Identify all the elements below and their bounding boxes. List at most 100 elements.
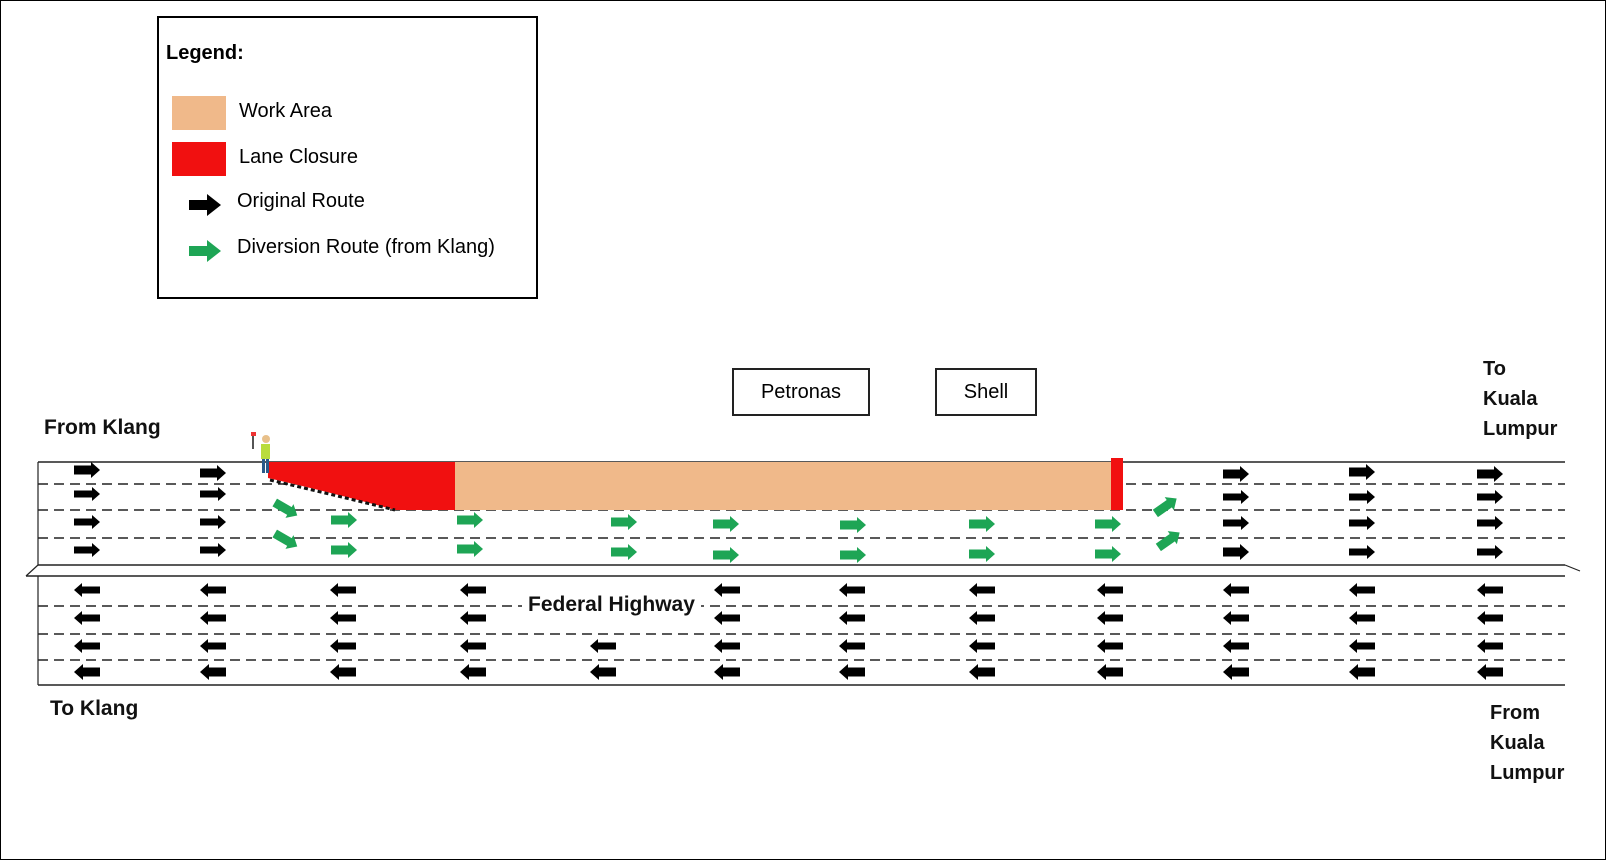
legend-work-area-swatch — [172, 96, 226, 130]
lane-closure-end-barrier — [1111, 458, 1123, 510]
original-route-arrow — [74, 515, 100, 529]
to-kuala-lumpur-label: To Kuala Lumpur — [1483, 354, 1557, 444]
lane-closure-taper — [268, 462, 455, 510]
westbound-arrow — [590, 639, 616, 653]
westbound-arrow — [1349, 639, 1375, 653]
westbound-arrow — [839, 664, 865, 680]
westbound-arrow — [1097, 611, 1123, 625]
legend-lane-closure-swatch — [172, 142, 226, 176]
diversion-route-arrow — [1095, 516, 1121, 532]
diversion-route-arrow — [611, 544, 637, 560]
westbound-arrow — [1223, 583, 1249, 597]
diversion-route-arrow — [611, 514, 637, 530]
from-kl-line-1: From — [1490, 702, 1540, 724]
diversion-route-arrow — [270, 526, 302, 554]
westbound-arrow — [839, 611, 865, 625]
from-kl-line-2: Kuala — [1490, 732, 1545, 754]
highway-name-label: Federal Highway — [522, 593, 701, 617]
diversion-route-arrow — [457, 512, 483, 528]
legend-diversion-route-label: Diversion Route (from Klang) — [237, 236, 495, 258]
westbound-arrow — [1097, 639, 1123, 653]
westbound-arrow — [200, 583, 226, 597]
work-area — [455, 462, 1111, 510]
to-kl-line-2: Kuala — [1483, 388, 1538, 410]
westbound-arrow — [460, 583, 486, 597]
westbound-arrow — [714, 611, 740, 625]
road-median — [25, 564, 1581, 577]
westbound-arrow — [714, 583, 740, 597]
westbound-arrow — [74, 664, 100, 680]
flagman-figure — [251, 432, 270, 473]
original-route-arrow — [1223, 466, 1249, 482]
westbound-arrow — [460, 664, 486, 680]
diversion-route-arrow — [969, 516, 995, 532]
original-route-arrow — [1223, 516, 1249, 530]
to-klang-label: To Klang — [50, 697, 139, 720]
westbound-arrow — [460, 639, 486, 653]
westbound-arrow — [590, 664, 616, 680]
shell-sign: Shell — [935, 368, 1037, 416]
diversion-route-arrow — [1153, 525, 1185, 555]
original-route-arrow — [74, 543, 100, 557]
petronas-sign: Petronas — [732, 368, 870, 416]
original-route-arrow — [200, 543, 226, 557]
diversion-route-arrow — [1095, 546, 1121, 562]
diversion-route-arrow — [969, 546, 995, 562]
taper-cones — [269, 478, 396, 512]
original-route-arrow — [200, 465, 226, 481]
original-route-arrow — [1349, 490, 1375, 504]
to-kl-line-1: To — [1483, 358, 1506, 380]
westbound-arrow — [839, 583, 865, 597]
westbound-arrow — [200, 639, 226, 653]
original-route-arrow — [74, 462, 100, 478]
diversion-route-arrow — [840, 517, 866, 533]
legend-title: Legend: — [166, 42, 244, 64]
diversion-route-arrow — [1150, 491, 1182, 521]
westbound-arrow — [74, 611, 100, 625]
original-route-arrow — [74, 487, 100, 501]
westbound-arrow — [330, 639, 356, 653]
legend-diversion-route-arrow-icon — [189, 240, 221, 262]
diversion-route-arrow — [713, 547, 739, 563]
original-route-arrow — [1349, 545, 1375, 559]
road-westbound — [37, 576, 1565, 686]
shell-label: Shell — [963, 380, 1009, 403]
westbound-arrow — [714, 664, 740, 680]
from-kuala-lumpur-label: From Kuala Lumpur — [1490, 698, 1564, 788]
westbound-arrow — [74, 639, 100, 653]
westbound-arrow — [330, 583, 356, 597]
westbound-arrow — [1349, 583, 1375, 597]
westbound-arrow — [1223, 639, 1249, 653]
original-route-arrow — [200, 515, 226, 529]
original-route-arrow — [1223, 544, 1249, 560]
westbound-arrow — [1477, 639, 1503, 653]
diversion-route-arrow — [270, 495, 302, 523]
westbound-arrows — [74, 583, 1503, 680]
westbound-arrow — [1349, 664, 1375, 680]
diversion-route-arrow — [331, 512, 357, 528]
diversion-route-arrow — [713, 516, 739, 532]
original-route-arrow — [1349, 464, 1375, 480]
westbound-arrow — [74, 583, 100, 597]
westbound-arrow — [330, 664, 356, 680]
original-route-arrow — [1477, 545, 1503, 559]
diversion-route-arrow — [331, 542, 357, 558]
original-route-arrow — [1223, 490, 1249, 504]
legend-original-route-label: Original Route — [237, 190, 365, 212]
westbound-arrow — [1223, 664, 1249, 680]
westbound-arrow — [200, 611, 226, 625]
westbound-arrow — [1349, 611, 1375, 625]
legend: Legend: Work Area Lane Closure Original … — [157, 16, 538, 299]
original-route-arrow — [1477, 466, 1503, 482]
westbound-arrow — [1477, 583, 1503, 597]
to-kl-line-3: Lumpur — [1483, 418, 1558, 440]
westbound-arrow — [1097, 583, 1123, 597]
from-klang-label: From Klang — [44, 416, 161, 439]
westbound-arrow — [200, 664, 226, 680]
westbound-arrow — [839, 639, 865, 653]
westbound-arrow — [714, 639, 740, 653]
diversion-route-arrow — [457, 541, 483, 557]
westbound-arrow — [1097, 664, 1123, 680]
westbound-arrow — [330, 611, 356, 625]
original-route-arrow — [1349, 516, 1375, 530]
